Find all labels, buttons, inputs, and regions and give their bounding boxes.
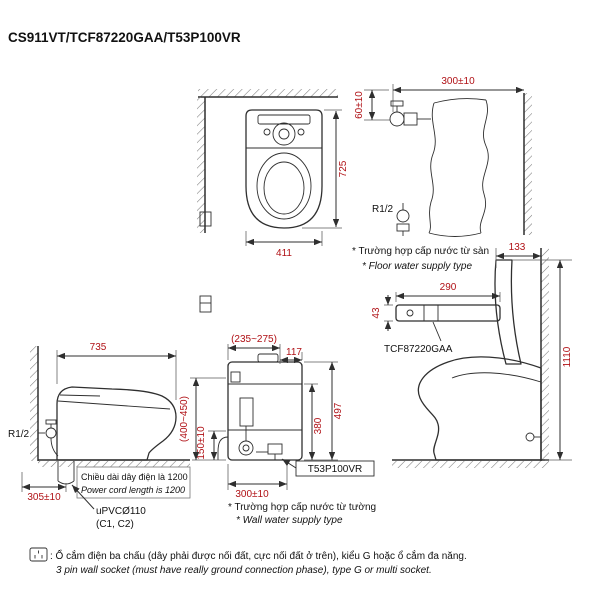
wall-supply-stub — [199, 211, 212, 227]
dim-133: 133 — [495, 242, 541, 268]
dim-411: 411 — [245, 231, 323, 259]
wall-supply-caption-en: * Wall water supply type — [236, 515, 343, 526]
supply-valve-top — [389, 100, 431, 127]
dim-380-value: 380 — [313, 417, 324, 434]
floor-inlet-label: R1/2 — [372, 204, 394, 215]
wall-inlet-label: R1/2 — [8, 429, 30, 440]
power-cord-note: Chiều dài dây điện là 1200 Power cord le… — [76, 466, 191, 499]
dim-400-450-value: (400~450) — [179, 396, 190, 442]
floor-inlet-valve — [396, 203, 410, 236]
dim-150-value: 150±10 — [196, 426, 207, 460]
plan-view: 725 411 — [197, 89, 349, 259]
torn-product-outline — [428, 98, 489, 237]
dim-300-floor-value: 300±10 — [441, 76, 475, 87]
dim-380: 380 — [304, 383, 324, 460]
dim-497: 497 — [304, 361, 344, 461]
floor-hatch-left — [38, 461, 190, 467]
dim-300-wall-value: 300±10 — [235, 489, 269, 500]
dim-117: 117 — [280, 347, 302, 364]
supply-part-label: T53P100VR — [281, 458, 375, 477]
dim-43: 43 — [371, 295, 393, 331]
dim-497-value: 497 — [333, 402, 344, 419]
wall-hatch-right — [524, 93, 532, 235]
wall-hatch-left — [197, 97, 205, 233]
left-side-view: R1/2 735 305±10 Chiều dài dây điện là 12… — [8, 342, 191, 530]
dim-400-450: (400~450) — [179, 377, 226, 460]
dim-725: 725 — [302, 109, 349, 229]
side-panel-detail — [395, 304, 501, 342]
dim-133-value: 133 — [509, 242, 526, 253]
supply-part-value: T53P100VR — [308, 464, 362, 475]
control-box — [230, 371, 241, 383]
toilet-front-outline — [217, 353, 303, 461]
dim-735-value: 735 — [90, 342, 107, 353]
drain-label-1: uPVCØ110 — [96, 506, 146, 517]
dim-411-value: 411 — [276, 248, 292, 259]
wall-hatch-right2 — [541, 248, 549, 461]
washlet-part-label: TCF87220GAA — [384, 344, 453, 355]
floor-supply-caption-en: * Floor water supply type — [362, 261, 472, 272]
cord-note-vi: Chiều dài dây điện là 1200 — [81, 472, 188, 482]
dim-300-floor: 300±10 — [392, 76, 524, 112]
wall-supply-caption-vi: * Trường hợp cấp nước từ tường — [228, 501, 376, 513]
right-side-view: 133 290 43 TCF87220GAA 1110 — [371, 242, 573, 468]
dim-305: 305±10 — [21, 472, 67, 503]
footer-note: : Ổ cắm điện ba chấu (dây phải được nối … — [29, 547, 467, 576]
footer-note-vi: : Ổ cắm điện ba chấu (dây phải được nối … — [50, 549, 467, 562]
dim-735: 735 — [56, 342, 177, 400]
wall-hatch-left2 — [30, 346, 38, 461]
front-view: (235~275) 117 497 380 150±10 (400~45 — [179, 295, 376, 526]
dim-725-value: 725 — [338, 160, 349, 177]
dim-305-value: 305±10 — [27, 492, 61, 503]
toilet-plan-outline — [245, 109, 323, 229]
dim-1110-value: 1110 — [562, 346, 573, 367]
dim-60: 60±10 — [354, 89, 390, 121]
dim-290: 290 — [395, 282, 501, 302]
dim-43-value: 43 — [371, 307, 382, 319]
floor-supply-detail: 300±10 60±10 R1/2 * Trường hợ — [352, 76, 532, 272]
page-title: CS911VT/TCF87220GAA/T53P100VR — [8, 30, 241, 45]
footer-note-en: 3 pin wall socket (must have really grou… — [56, 565, 432, 576]
dim-1110: 1110 — [512, 259, 573, 461]
dim-117-value: 117 — [286, 347, 302, 358]
socket-icon — [29, 547, 48, 562]
floor-supply-caption-vi: * Trường hợp cấp nước từ sàn — [352, 245, 489, 257]
dim-150: 150±10 — [192, 426, 226, 461]
plan-walls — [197, 89, 338, 233]
wall-remote-box — [199, 295, 212, 313]
drain-label: uPVCØ110 (C1, C2) — [71, 484, 146, 530]
dim-235-275-value: (235~275) — [231, 334, 277, 345]
floor-hatch-right — [392, 461, 549, 468]
dim-235-275: (235~275) — [227, 334, 281, 364]
cord-note-en: Power cord length is 1200 — [81, 485, 185, 495]
toilet-side-right-outline — [417, 356, 542, 461]
open-lid — [494, 259, 522, 365]
toilet-side-left-outline — [56, 386, 177, 461]
dim-300-wall: 300±10 — [227, 464, 288, 500]
dim-290-value: 290 — [440, 282, 457, 293]
drain-label-2: (C1, C2) — [96, 519, 134, 530]
wall-hatch-top — [198, 89, 338, 97]
dim-60-value: 60±10 — [354, 91, 365, 119]
wall-inlet-valve — [38, 419, 59, 457]
